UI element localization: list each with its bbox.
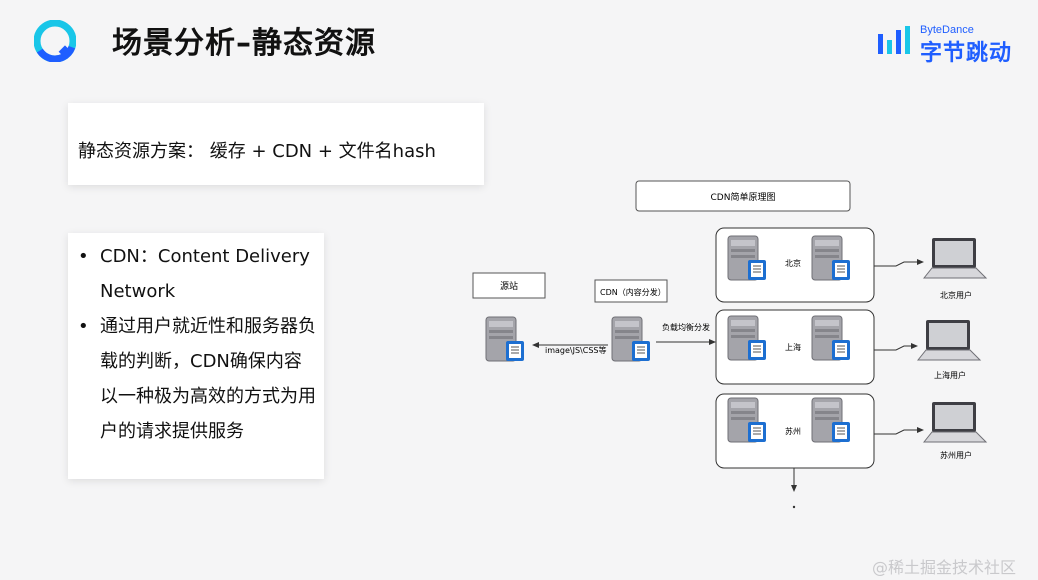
watermark: @稀土掘金技术社区 [872,558,1017,577]
bullet-list: CDN：Content Delivery Network 通过用户就近性和服务器… [76,239,316,449]
region-name: 上海 [785,342,801,352]
cdn-diagram: CDN简单原理图 源站 CDN（内容分发） image\JS\CSS等 负载均衡… [472,180,987,509]
app-logo-icon [34,20,76,62]
user-label: 北京用户 [940,290,972,300]
cdn-label: CDN（内容分发） [600,287,666,297]
brand-name-cn: 字节跳动 [920,41,1013,66]
user-label: 上海用户 [934,370,966,380]
laptop-icon [917,319,981,361]
user-label: 苏州用户 [940,450,972,460]
laptop-icon [923,401,987,443]
summary-text: 静态资源方案： 缓存 + CDN + 文件名hash [78,141,436,162]
laptop-icon [923,237,987,279]
origin-label: 源站 [500,280,518,292]
cdn-server-icon [611,316,651,362]
bytedance-logo-icon [878,26,910,54]
cdn-label-box [594,279,668,303]
origin-server-icon [485,316,525,362]
brand-logo: ByteDance 字节跳动 [876,24,1026,66]
bullet-item: 通过用户就近性和服务器负载的判断，CDN确保内容以一种极为高效的方式为用户的请求… [76,309,316,449]
diagram-title-box [635,180,851,212]
region-name: 苏州 [785,426,801,436]
summary-card: 静态资源方案： 缓存 + CDN + 文件名hash [68,103,484,185]
bullet-item: CDN：Content Delivery Network [76,239,316,309]
diagram-title: CDN简单原理图 [711,191,776,203]
bullets-card: CDN：Content Delivery Network 通过用户就近性和服务器… [68,233,324,479]
region-name: 北京 [785,258,801,268]
origin-edge-label: image\JS\CSS等 [545,345,607,355]
lb-label: 负载均衡分发 [662,322,710,332]
origin-label-box [472,272,546,299]
page-title: 场景分析–静态资源 [112,26,376,61]
brand-name-en: ByteDance [920,24,974,36]
